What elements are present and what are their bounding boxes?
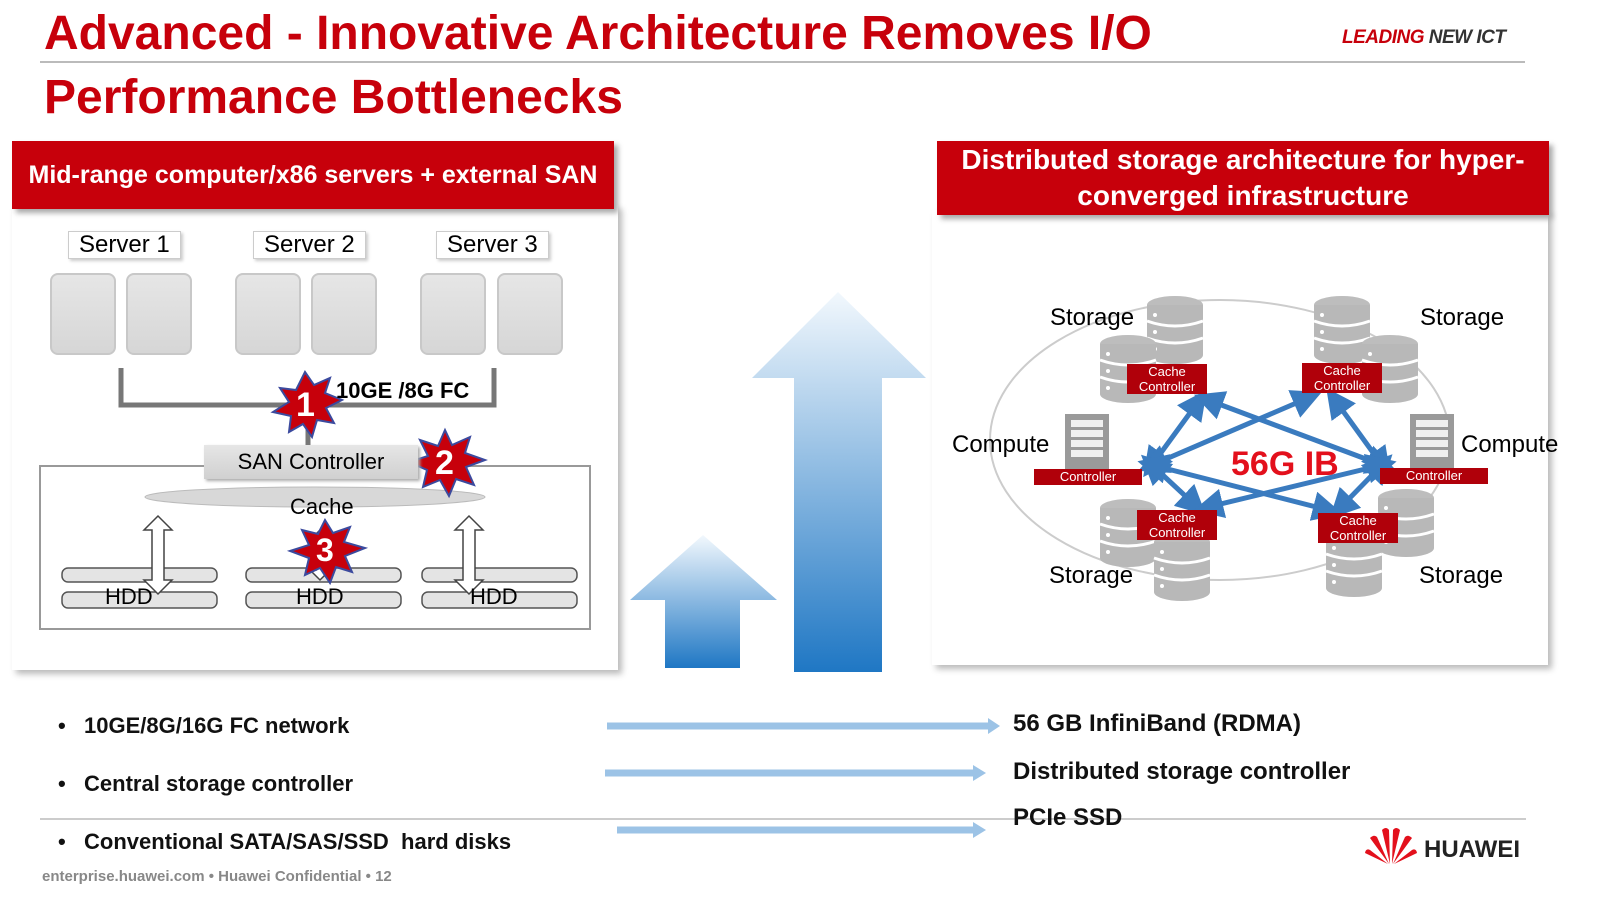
comparison-arrows [605,718,1000,838]
compute-label: Compute [952,431,1050,458]
server-blade [311,273,377,355]
huawei-logo-icon [1365,828,1417,864]
bullet-item: • Conventional SATA/SAS/SSD hard disks [58,829,512,854]
network-label: 10GE /8G FC [336,378,470,403]
huawei-logo-text: HUAWEI [1424,836,1520,863]
server-blade [126,273,192,355]
hci-diagram [989,294,1454,603]
brand-leading: LEADING [1342,27,1425,48]
divider [40,61,1525,63]
server-blade [420,273,486,355]
hdd-label: HDD [470,584,518,609]
brand-slogan: LEADING NEW ICT [1342,27,1506,49]
large-up-arrow-icon [752,292,926,672]
server-label: Server 2 [253,231,366,259]
footer-text: enterprise.huawei.com • Huawei Confident… [42,868,392,885]
server-label: Server 1 [68,231,181,259]
san-diagram [39,368,591,630]
bottleneck-1: 1 [296,386,315,424]
storage-label: Storage [1049,562,1134,589]
cache-label: Cache [290,494,354,519]
cache-text: Cache [1148,364,1186,379]
bullet-text: 10GE/8G/16G FC network [84,713,350,738]
controller-text: Controller [1329,528,1387,543]
server-blade [50,273,116,355]
san-controller: SAN Controller [204,445,418,479]
controller-text: Controller [1148,525,1206,540]
compute-label: Compute [1461,431,1559,458]
right-header: Distributed storage architecture for hyp… [937,141,1549,215]
network-label: 56G IB [1231,445,1339,483]
hdd-label: HDD [105,584,153,609]
server-blade [235,273,301,355]
comparison-after: PCIe SSD [1013,804,1123,831]
left-header: Mid-range computer/x86 servers + externa… [12,141,614,209]
bullet-text: Conventional SATA/SAS/SSD hard disks [84,829,512,854]
bottleneck-3: 3 [316,532,334,568]
bullet-item: • Central storage controller [58,771,353,796]
storage-label: Storage [1419,562,1504,589]
comparison-after: 56 GB InfiniBand (RDMA) [1013,710,1301,737]
footer-divider [40,818,1526,820]
server-blade [497,273,563,355]
page-title: Advanced - Innovative Architecture Remov… [44,7,1152,124]
controller-text: Controller [1138,379,1196,394]
controller-badge: Controller [1380,468,1488,484]
comparison-after: Distributed storage controller [1013,758,1351,785]
storage-label: Storage [1050,304,1135,331]
bottleneck-2: 2 [435,444,454,482]
cache-text: Cache [1323,363,1361,378]
cache-text: Cache [1158,510,1196,525]
bullet-text: Central storage controller [84,771,353,796]
storage-label: Storage [1420,304,1505,331]
controller-text: Controller [1313,378,1371,393]
server-label: Server 3 [436,231,549,259]
controller-badge: Controller [1034,469,1142,485]
bullet-item: • 10GE/8G/16G FC network [58,713,350,738]
upgrade-arrows [630,292,926,672]
brand-rest: NEW ICT [1428,27,1506,48]
small-up-arrow-icon [630,535,777,668]
cache-text: Cache [1339,513,1377,528]
hdd-label: HDD [296,584,344,609]
